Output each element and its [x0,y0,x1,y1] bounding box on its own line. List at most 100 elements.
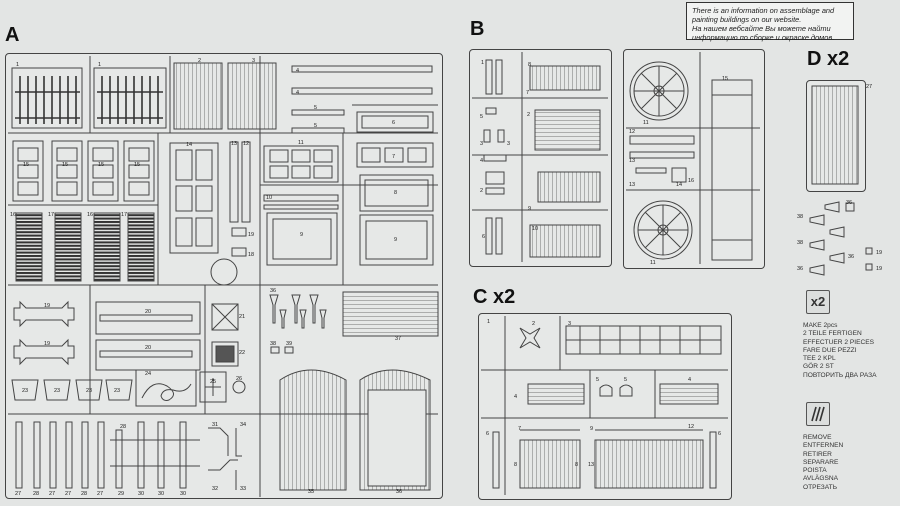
svg-text:8: 8 [514,462,517,468]
remove-text-line: SEPARARE [803,458,839,466]
svg-text:2: 2 [532,321,535,327]
svg-text:35: 35 [308,489,314,495]
website-info-box: There is an information on assemblage an… [686,2,854,42]
svg-text:32: 32 [212,486,218,492]
svg-text:1: 1 [487,319,490,325]
svg-text:19: 19 [876,266,882,272]
svg-text:15: 15 [98,162,104,168]
make-text-line: 2 TEILE FERTIGEN [803,330,862,338]
svg-text:24: 24 [145,371,151,377]
svg-text:27: 27 [49,491,55,497]
info-text-ru: На нашем вебсайте Вы можете найти информ… [692,24,835,42]
svg-text:5: 5 [314,105,317,111]
svg-text:27: 27 [97,491,103,497]
svg-text:30: 30 [158,491,164,497]
svg-text:12: 12 [629,129,635,135]
svg-text:13: 13 [629,182,635,188]
svg-text:28: 28 [81,491,87,497]
svg-text:38: 38 [797,214,803,220]
svg-text:14: 14 [186,142,192,148]
make-text-line: EFFECTUER 2 PIECES [803,338,875,346]
svg-text:5: 5 [480,114,483,120]
svg-text:23: 23 [114,388,120,394]
svg-text:4: 4 [296,90,299,96]
remove-text-line: REMOVE [803,434,832,441]
svg-text:6: 6 [392,120,395,126]
remove-text-line: RETIRER [803,450,832,458]
svg-text:36: 36 [848,254,854,260]
svg-text:36: 36 [846,200,852,206]
svg-text:10: 10 [532,226,538,232]
svg-text:2: 2 [527,112,530,118]
svg-text:15: 15 [134,162,140,168]
make-instructions: MAKE 2pcs 2 TEILE FERTIGEN EFFECTUER 2 P… [803,322,877,380]
svg-text:7: 7 [526,90,529,96]
svg-text:1: 1 [481,60,484,66]
svg-text:19: 19 [44,303,50,309]
svg-text:16: 16 [87,212,93,218]
svg-text:4: 4 [688,377,691,383]
svg-text:6: 6 [486,431,489,437]
svg-text:15: 15 [722,76,728,82]
svg-text:31: 31 [212,422,218,428]
svg-text:19: 19 [248,232,254,238]
make-text-line: MAKE 2pcs [803,322,838,329]
svg-text:4: 4 [480,158,483,164]
remove-instructions: REMOVE ENTFERNEN RETIRER SEPARARE POISTA… [803,434,843,492]
svg-text:12: 12 [243,141,249,147]
svg-text:27: 27 [866,84,872,90]
svg-text:18: 18 [248,252,254,258]
svg-text:33: 33 [240,486,246,492]
remove-text-line: ОТРЕЗАТЬ [803,483,838,491]
remove-cutter-icon [806,402,830,426]
svg-text:11: 11 [643,120,649,126]
svg-text:4: 4 [296,68,299,74]
section-a-label: A [5,24,20,46]
svg-text:2: 2 [480,188,483,194]
svg-text:1: 1 [98,62,101,68]
svg-text:6: 6 [718,431,721,437]
make-text-line: FARE DUE PEZZI [803,346,857,354]
svg-text:10: 10 [266,195,272,201]
svg-text:15: 15 [23,162,29,168]
section-d-label: D x2 [807,48,850,70]
svg-text:19: 19 [44,341,50,347]
svg-text:25: 25 [210,379,216,385]
svg-text:23: 23 [86,388,92,394]
svg-text:26: 26 [236,376,242,382]
svg-text:7: 7 [392,154,395,160]
remove-text-line: AVLÄGSNA [803,475,839,483]
remove-text-line: ENTFERNEN [803,442,844,450]
svg-text:23: 23 [54,388,60,394]
svg-text:17: 17 [121,212,127,218]
svg-text:30: 30 [180,491,186,497]
svg-text:16: 16 [10,212,16,218]
svg-text:21: 21 [239,314,245,320]
make-x2-icon: x2 [806,290,830,314]
remove-text-line: POISTA [803,467,827,475]
svg-text:36: 36 [797,266,803,272]
svg-text:3: 3 [568,321,571,327]
svg-text:11: 11 [298,140,304,146]
svg-text:7: 7 [518,426,521,432]
svg-text:20: 20 [145,309,151,315]
svg-text:13: 13 [588,462,594,468]
svg-text:1: 1 [16,62,19,68]
svg-text:17: 17 [48,212,54,218]
svg-text:28: 28 [120,424,126,430]
svg-text:5: 5 [314,123,317,129]
svg-text:37: 37 [395,336,401,342]
svg-text:38: 38 [270,341,276,347]
svg-text:23: 23 [22,388,28,394]
svg-text:11: 11 [650,260,656,266]
svg-text:38: 38 [797,240,803,246]
svg-text:27: 27 [65,491,71,497]
svg-text:3: 3 [480,141,483,147]
make-text-line: ПОВТОРИТЬ ДВА РАЗА [803,371,877,379]
svg-text:2: 2 [198,58,201,64]
svg-text:5: 5 [624,377,627,383]
svg-text:16: 16 [688,178,694,184]
svg-text:29: 29 [118,491,124,497]
svg-text:27: 27 [15,491,21,497]
